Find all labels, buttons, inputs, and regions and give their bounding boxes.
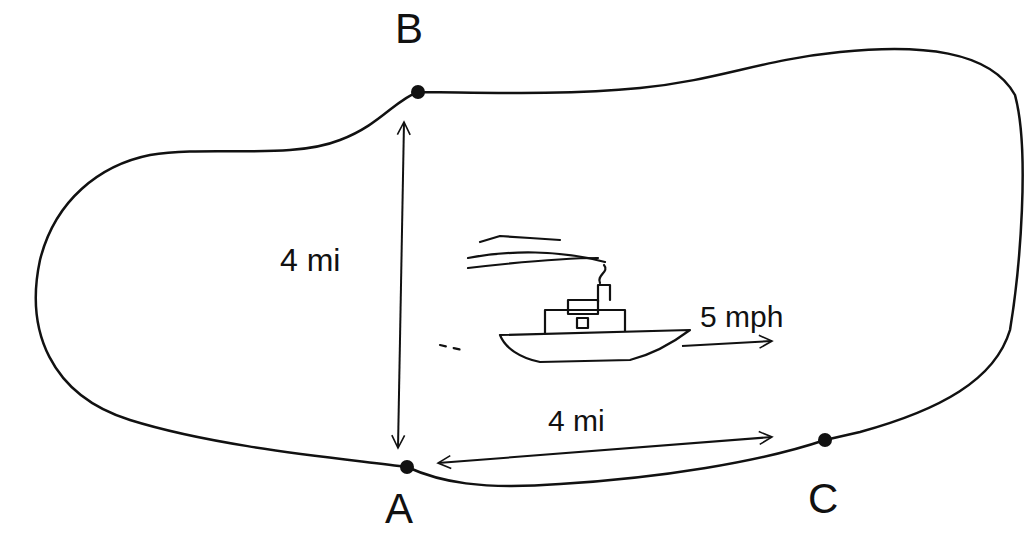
velocity-arrow: [682, 341, 772, 346]
boat: [440, 236, 690, 362]
point-dot: [818, 433, 832, 447]
speed-label: 5 mph: [700, 302, 783, 332]
point-dot: [411, 85, 425, 99]
point-label: C: [808, 478, 838, 520]
dimension-label: 4 mi: [280, 244, 340, 276]
dimension-label: 4 mi: [548, 406, 605, 436]
point-label: B: [395, 8, 423, 50]
lake-outline: [36, 49, 1023, 486]
point-dot: [400, 460, 414, 474]
point-label: A: [385, 488, 413, 530]
dimension-arrow: [398, 122, 404, 448]
dimension-arrow: [438, 437, 772, 463]
